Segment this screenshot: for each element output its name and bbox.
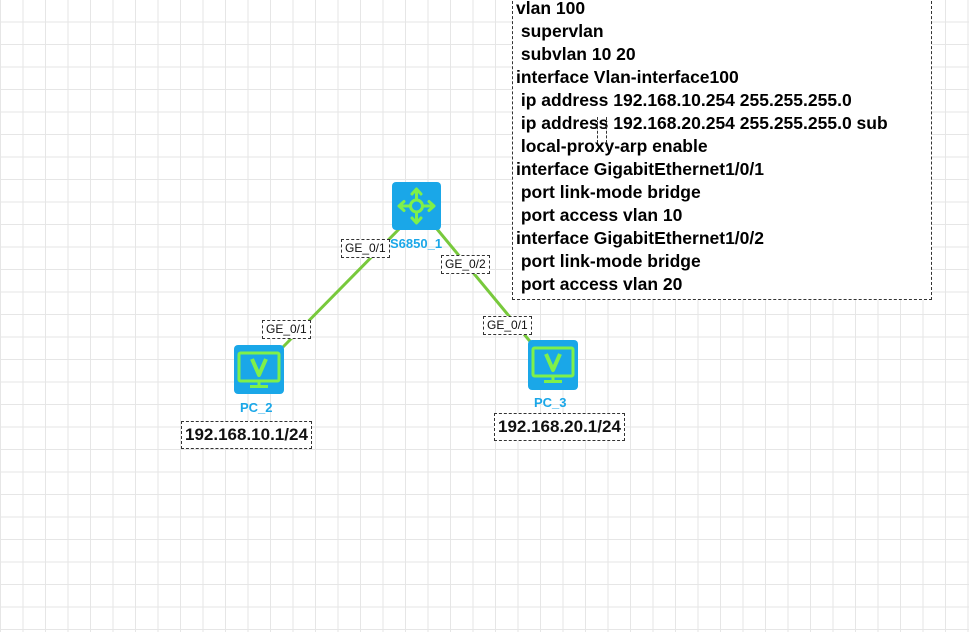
config-line: port access vlan 20	[516, 274, 683, 294]
config-lines: vlan 100 supervlan subvlan 10 20 interfac…	[516, 0, 931, 296]
pc3-ip-label[interactable]: 192.168.20.1/24	[494, 413, 625, 441]
pc2-device[interactable]	[234, 345, 284, 394]
config-line: interface GigabitEthernet1/0/2	[516, 228, 764, 248]
monitor-icon	[528, 340, 578, 390]
config-line: interface Vlan-interface100	[516, 67, 739, 87]
config-line: supervlan	[516, 21, 604, 41]
pc3-name-label: PC_3	[534, 395, 567, 410]
config-line: local-proxy-arp enable	[516, 136, 708, 156]
pc2-name-label: PC_2	[240, 400, 273, 415]
pc2-ip-label[interactable]: 192.168.10.1/24	[181, 421, 312, 449]
text-cursor	[597, 117, 607, 143]
switch-name-label: S6850_1	[390, 236, 443, 251]
config-line: port link-mode bridge	[516, 251, 701, 271]
port-label-pc3-ge01[interactable]: GE_0/1	[483, 316, 532, 335]
switch-device[interactable]	[392, 182, 441, 230]
port-label-switch-ge01[interactable]: GE_0/1	[341, 239, 390, 258]
config-line: port access vlan 10	[516, 205, 683, 225]
config-line: port link-mode bridge	[516, 182, 701, 202]
config-line: vlan 100	[516, 0, 586, 18]
config-line: ip address 192.168.10.254 255.255.255.0	[516, 90, 852, 110]
config-line: subvlan 10 20	[516, 44, 636, 64]
pc3-device[interactable]	[528, 340, 578, 390]
config-textbox[interactable]: vlan 100 supervlan subvlan 10 20 interfac…	[512, 0, 932, 300]
config-line: ip address 192.168.20.254 255.255.255.0 …	[516, 113, 888, 133]
config-line: interface GigabitEthernet1/0/1	[516, 159, 764, 179]
port-label-switch-ge02[interactable]: GE_0/2	[441, 255, 490, 274]
port-label-pc2-ge01[interactable]: GE_0/1	[262, 320, 311, 339]
monitor-icon	[234, 345, 284, 394]
switch-icon	[392, 182, 441, 230]
